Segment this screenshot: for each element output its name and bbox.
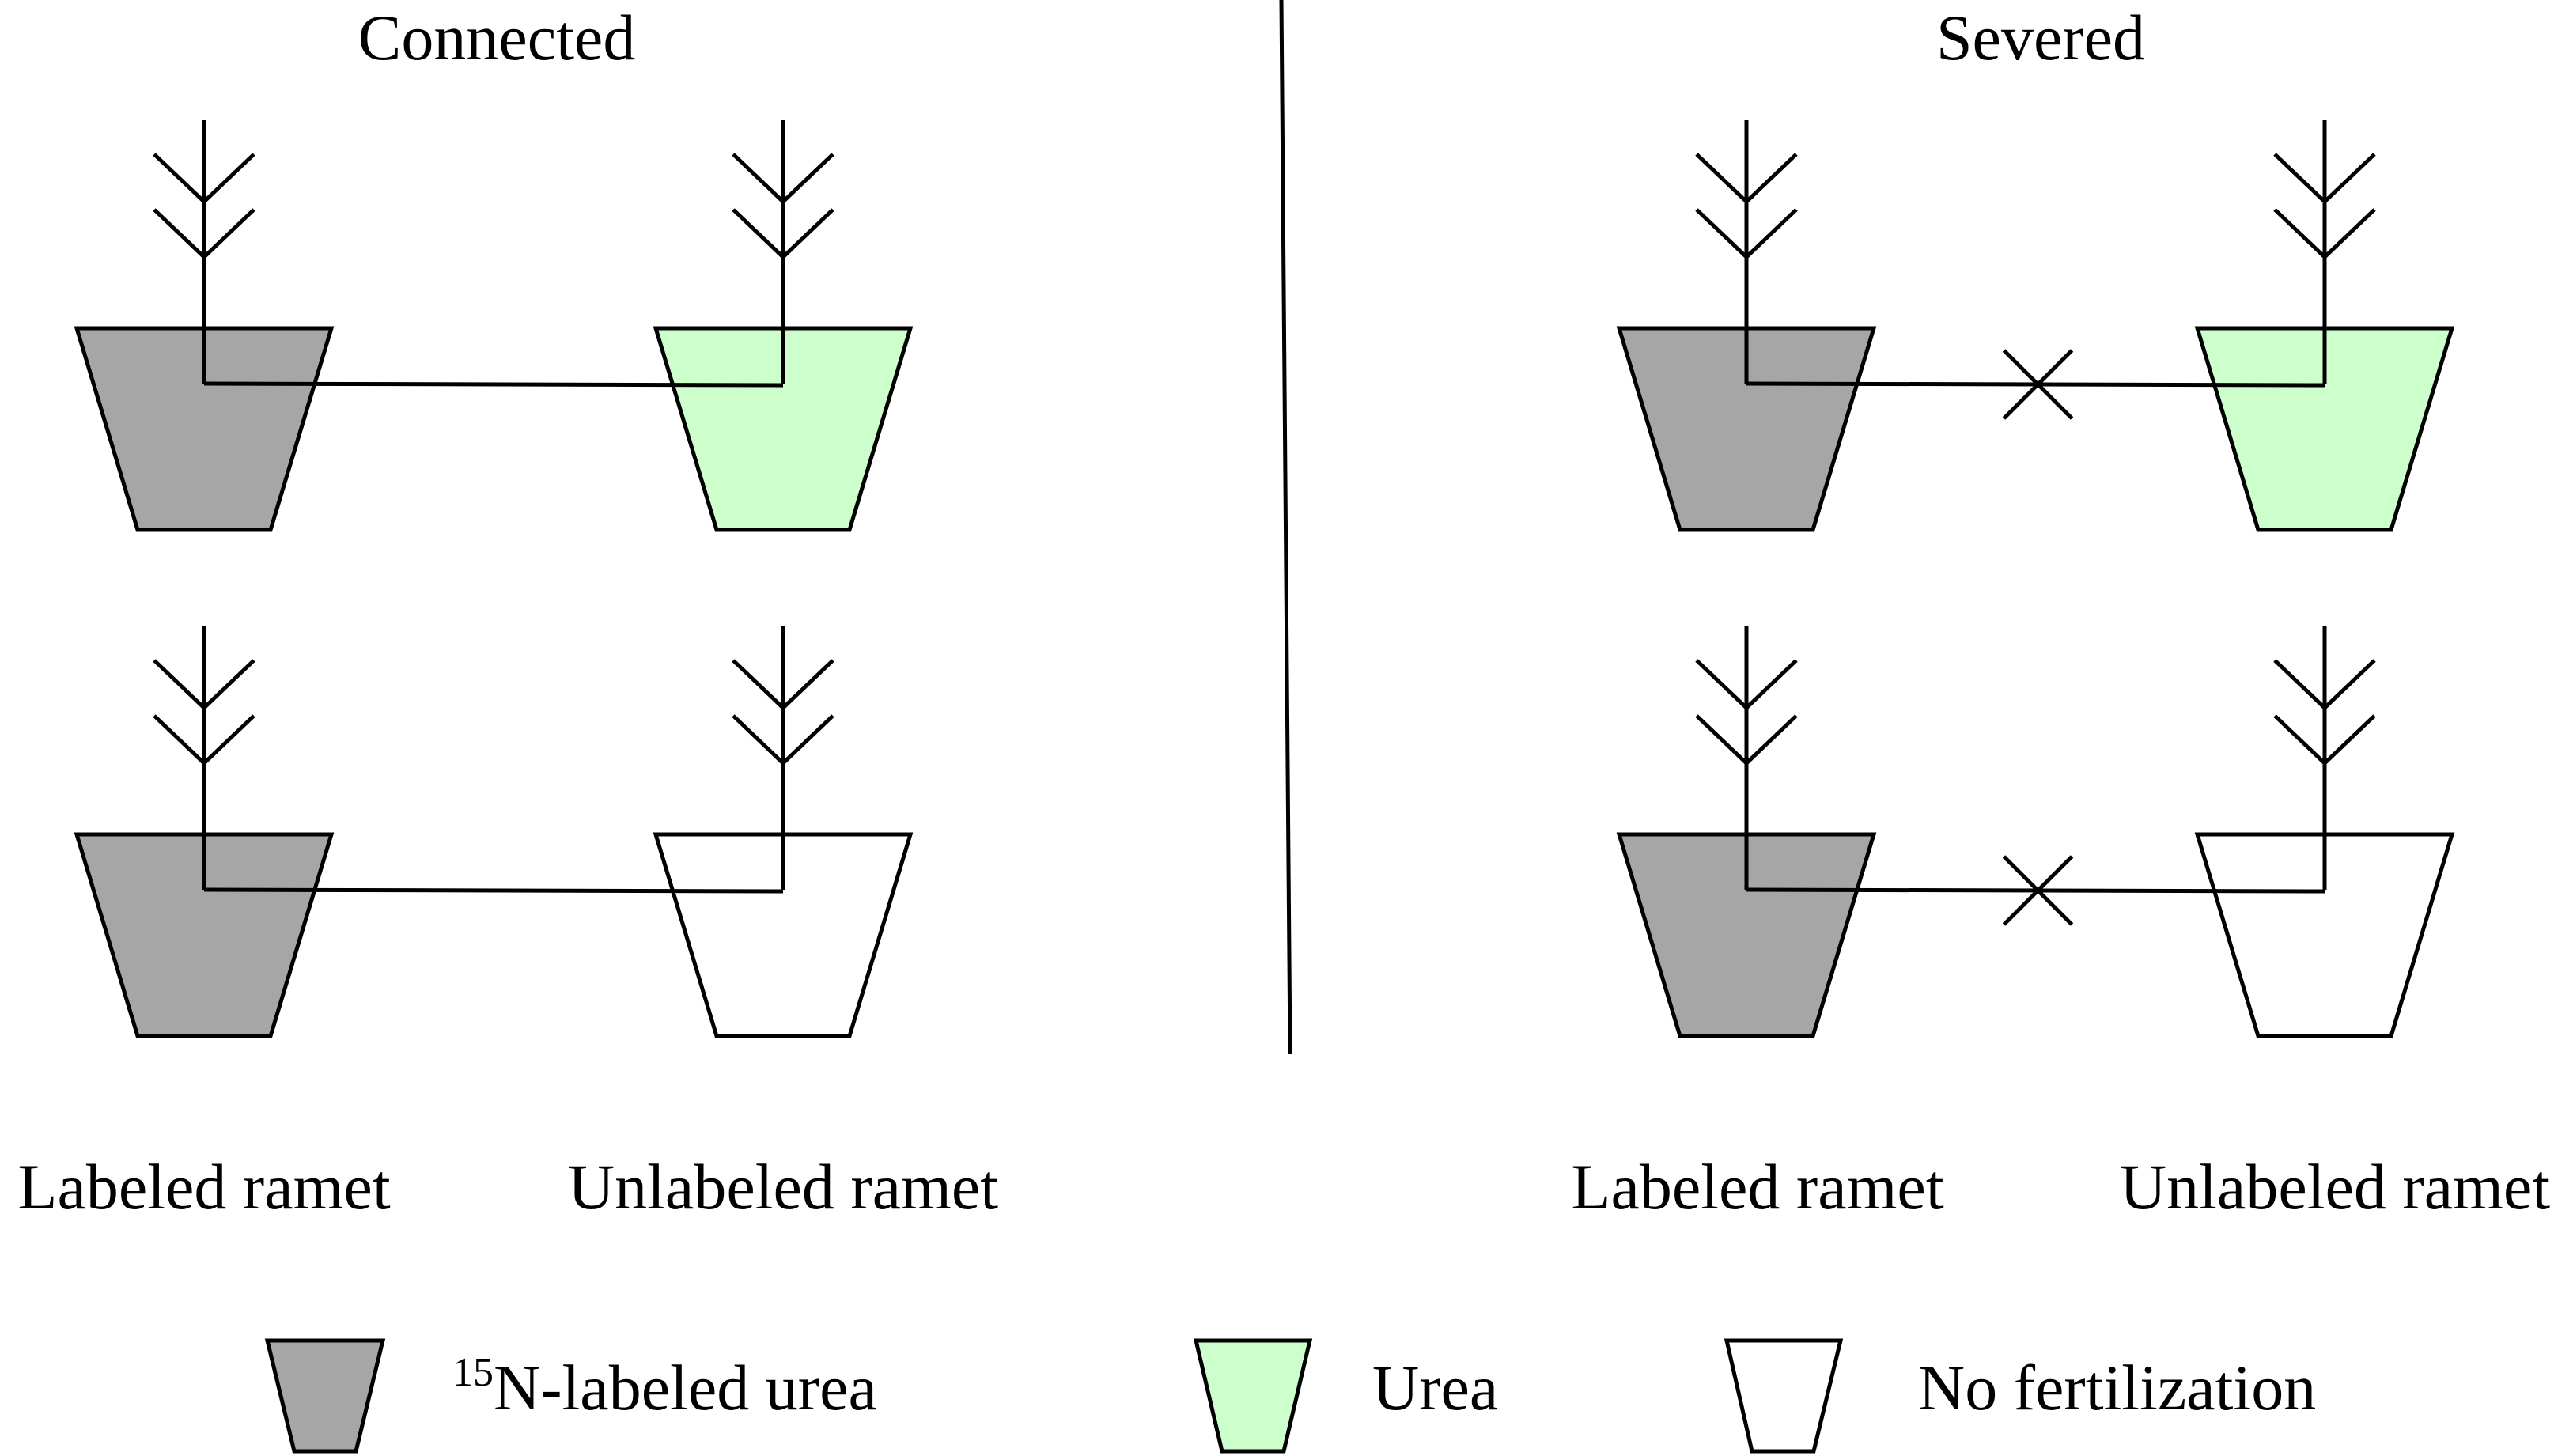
pot-unlabeled-ramet (653, 832, 914, 1038)
plant-leaf-pair (1695, 208, 1798, 260)
plant-leaf-pair (2273, 659, 2376, 711)
plant-unlabeled-ramet (2273, 626, 2376, 890)
legend-labeled-urea-text: N-labeled urea (494, 1352, 877, 1424)
legend-superscript-15: 15 (452, 1350, 494, 1395)
plant-leaf-pair (1695, 659, 1798, 711)
plants-layer (74, 120, 2455, 1038)
legend-label-labeled-urea: 15N-labeled urea (452, 1350, 877, 1424)
plant-leaf-pair (2273, 153, 2376, 205)
plant-leaf-pair (153, 714, 255, 766)
sever-mark (2002, 349, 2074, 420)
plant-leaf-pair (2273, 208, 2376, 260)
pot-unlabeled-ramet (2194, 832, 2455, 1038)
legend-swatch-labeled-urea (264, 1338, 386, 1454)
plant-labeled-ramet (1695, 626, 1798, 890)
ramet-pair-connected-bottom (74, 626, 914, 1038)
plant-unlabeled-ramet (2273, 120, 2376, 384)
legend-label-urea: Urea (1372, 1352, 1498, 1424)
plant-labeled-ramet (153, 626, 255, 890)
plant-leaf-pair (1695, 153, 1798, 205)
label-severed-unlabeled-ramet: Unlabeled ramet (2120, 1151, 2550, 1223)
label-severed-labeled-ramet: Labeled ramet (1571, 1151, 1943, 1223)
plant-labeled-ramet (1695, 120, 1798, 384)
plant-leaf-pair (1695, 714, 1798, 766)
plant-leaf-pair (153, 659, 255, 711)
ramet-pair-severed-bottom (1616, 626, 2455, 1038)
pot-labeled-ramet (1616, 832, 1877, 1038)
legend: 15N-labeled urea Urea No fertilization (264, 1338, 2316, 1454)
plant-labeled-ramet (153, 120, 255, 384)
plant-leaf-pair (732, 208, 834, 260)
stolon-connection (203, 887, 784, 894)
legend-label-no-fertilization: No fertilization (1918, 1352, 2316, 1424)
legend-swatch-no-fertilization (1724, 1338, 1844, 1454)
label-connected-unlabeled-ramet: Unlabeled ramet (568, 1151, 998, 1223)
plant-unlabeled-ramet (732, 626, 834, 890)
pot-labeled-ramet (74, 832, 335, 1038)
pot-unlabeled-ramet (653, 326, 914, 532)
heading-severed: Severed (1936, 2, 2145, 74)
label-connected-labeled-ramet: Labeled ramet (17, 1151, 390, 1223)
plant-leaf-pair (732, 659, 834, 711)
heading-connected: Connected (358, 2, 636, 74)
sever-mark (2002, 855, 2074, 926)
ramet-pair-connected-top (74, 120, 914, 532)
section-divider (1279, 0, 1292, 1055)
plant-leaf-pair (2273, 714, 2376, 766)
stolon-connection (203, 381, 784, 388)
pot-labeled-ramet (1616, 326, 1877, 532)
plant-unlabeled-ramet (732, 120, 834, 384)
pot-labeled-ramet (74, 326, 335, 532)
plant-leaf-pair (153, 208, 255, 260)
plant-leaf-pair (732, 714, 834, 766)
ramet-pair-severed-top (1616, 120, 2455, 532)
plant-leaf-pair (732, 153, 834, 205)
legend-swatch-urea (1193, 1338, 1313, 1454)
pot-unlabeled-ramet (2194, 326, 2455, 532)
plant-leaf-pair (153, 153, 255, 205)
